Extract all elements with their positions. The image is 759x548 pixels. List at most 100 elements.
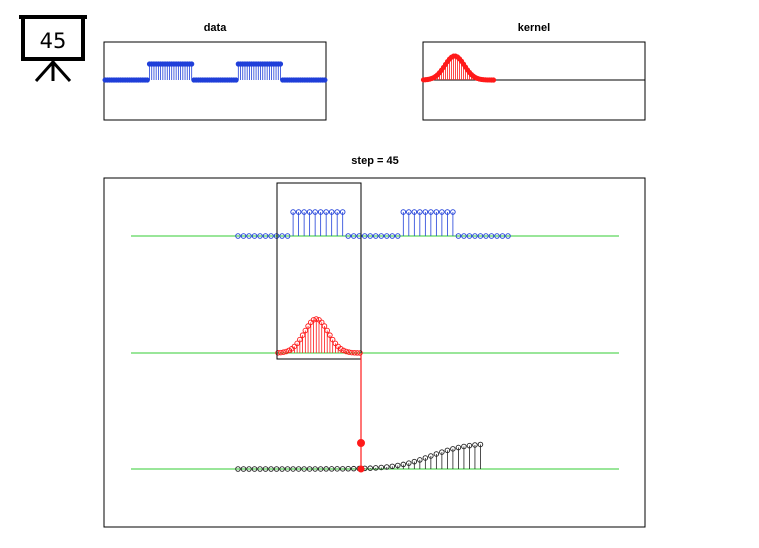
main-output-marker [284, 466, 291, 472]
main-output-marker [395, 462, 401, 469]
main-output-marker [246, 466, 252, 472]
main-kernel-marker [275, 350, 281, 356]
main-output-marker [367, 465, 373, 471]
main-data-marker [422, 209, 429, 215]
main-output-marker [417, 457, 423, 463]
kernel-panel-marker [490, 77, 497, 83]
main-data-marker [306, 209, 313, 215]
main-data-marker [455, 233, 462, 239]
main-output-marker [240, 466, 247, 472]
main-data-marker [466, 233, 473, 239]
main-data-marker [450, 209, 456, 215]
main-kernel-marker [340, 347, 347, 354]
data-panel-title: data [204, 22, 228, 34]
main-data-marker [356, 233, 362, 239]
main-kernel-marker [321, 323, 328, 329]
main-data-marker [384, 233, 390, 239]
main-output-marker [411, 458, 418, 465]
main-output-marker [339, 466, 346, 472]
main-kernel-marker [283, 348, 289, 355]
main-output-marker [317, 466, 324, 472]
main-kernel-marker [280, 349, 287, 355]
main-data-marker [295, 209, 302, 215]
main-output-marker [350, 465, 357, 472]
data-panel: data [102, 22, 328, 121]
main-data-marker [240, 233, 247, 239]
main-step-panel: step = 45 [103, 155, 646, 528]
main-kernel-marker [297, 336, 303, 343]
main-output-marker [422, 455, 429, 461]
main-output-marker [334, 466, 340, 472]
main-data-marker [400, 209, 407, 215]
main-output-marker [306, 466, 313, 472]
main-data-marker [406, 209, 412, 215]
data-panel-marker [233, 77, 239, 83]
main-output-marker [444, 447, 451, 454]
main-data-marker [251, 233, 258, 239]
main-data-marker [389, 233, 396, 239]
main-kernel-marker [286, 347, 292, 354]
main-data-marker [284, 233, 291, 239]
data-stems [102, 61, 328, 83]
main-output-marker [235, 466, 241, 472]
main-output-marker [428, 453, 434, 459]
main-panel-title: step = 45 [351, 155, 398, 167]
main-output-marker [301, 466, 307, 472]
main-kernel-marker [302, 327, 309, 334]
main-data-marker [317, 209, 324, 215]
main-output-marker [433, 451, 440, 457]
data-panel-marker [189, 61, 195, 67]
main-data-marker [257, 233, 263, 239]
main-data-marker [235, 233, 241, 239]
step-output-marker [357, 439, 365, 447]
main-data-marker [378, 233, 385, 239]
main-kernel-marker [324, 327, 330, 334]
main-data-marker [417, 209, 423, 215]
main-output-marker [455, 444, 462, 451]
main-output-marker [328, 466, 335, 472]
main-data-marker [246, 233, 252, 239]
main-output-marker [466, 442, 473, 449]
main-data-marker [477, 233, 484, 239]
main-output-marker [295, 466, 302, 472]
main-output-marker [323, 466, 329, 472]
badge-number: 45 [40, 29, 67, 53]
main-kernel-marker [318, 319, 325, 326]
main-data-marker [411, 209, 418, 215]
main-output-marker [384, 464, 390, 470]
main-output-marker [400, 461, 407, 468]
main-data-marker [444, 209, 451, 215]
main-kernel-marker [357, 350, 363, 356]
main-kernel-marker [343, 348, 350, 355]
main-data-marker [350, 233, 357, 239]
main-data-marker [395, 233, 401, 239]
main-kernel-marker [305, 323, 311, 329]
main-output-marker [273, 466, 280, 472]
main-output-marker [472, 442, 478, 448]
main-data-marker [334, 209, 340, 215]
main-data-marker [279, 233, 285, 239]
main-data-marker [301, 209, 307, 215]
sliding-window-box [276, 182, 362, 360]
main-output-marker [461, 443, 467, 450]
main-data-marker [494, 233, 500, 239]
main-output-marker [378, 464, 385, 471]
main-kernel-stems [275, 316, 363, 356]
main-data-marker [339, 209, 346, 215]
main-kernel-marker [351, 350, 358, 356]
main-output-stems [235, 441, 484, 472]
main-data-marker [345, 233, 351, 239]
presentation-board-icon: 45 [19, 15, 87, 83]
main-output-marker [406, 460, 412, 466]
main-kernel-marker [310, 317, 317, 323]
main-data-marker [312, 209, 318, 215]
main-kernel-marker [332, 340, 339, 347]
data-panel-marker [277, 61, 284, 67]
main-kernel-marker [299, 332, 306, 338]
main-output-marker [251, 466, 258, 472]
main-data-marker [461, 233, 467, 239]
main-kernel-marker [338, 346, 344, 352]
main-output-marker [373, 465, 379, 471]
main-data-marker [433, 209, 440, 215]
